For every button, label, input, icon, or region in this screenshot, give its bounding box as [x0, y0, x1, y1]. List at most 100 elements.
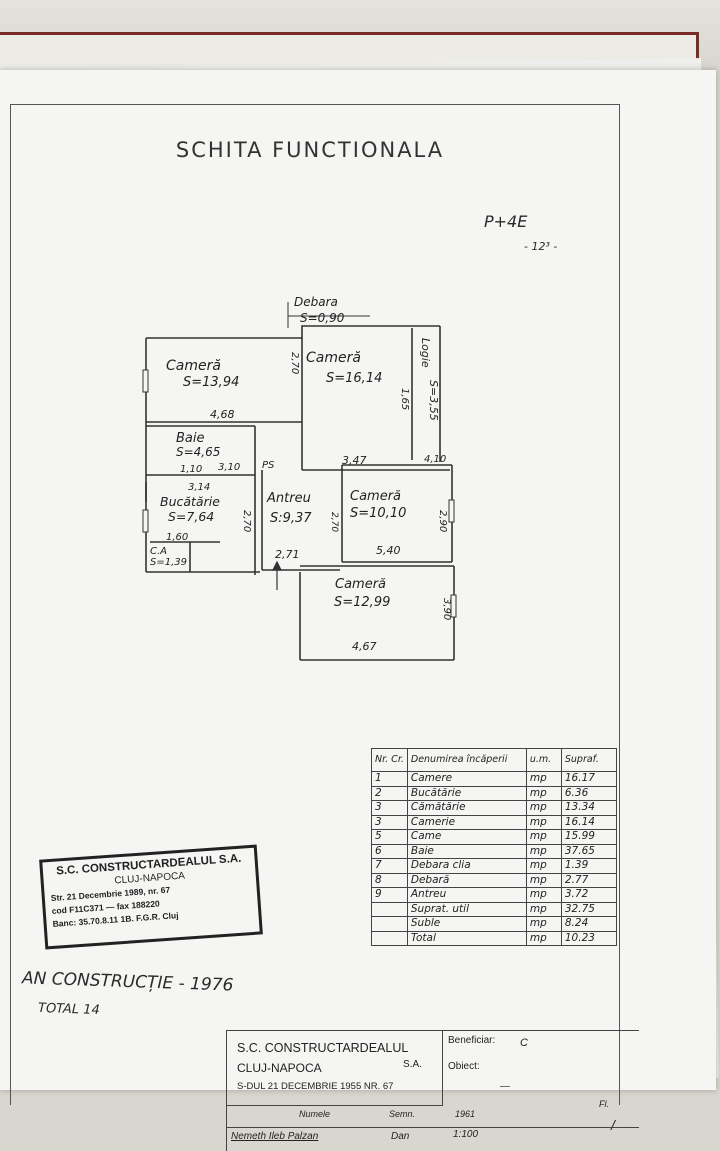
title-block-project: Beneficiar: C Obiect: —: [444, 1031, 614, 1105]
room-name: Cameră: [166, 358, 221, 374]
room-name: Cameră: [306, 350, 361, 366]
debara-area: S=0,90: [300, 311, 345, 325]
table-cell: 8: [371, 872, 408, 888]
dimension-label: 1,60: [166, 532, 188, 543]
table-cell: mp: [525, 785, 562, 801]
table-cell: Came: [406, 829, 527, 845]
floor-note-secondary: - 12³ -: [524, 240, 558, 253]
room-area: S:9,37: [270, 511, 312, 526]
room-name: Cameră: [350, 489, 401, 504]
table-cell: Debara clia: [406, 858, 527, 874]
room-area: S=4,65: [176, 445, 220, 459]
table-cell: 37.65: [560, 843, 618, 859]
table-cell: 16.17: [560, 771, 618, 787]
room-area: S=16,14: [326, 371, 382, 386]
table-cell: Antreu: [406, 887, 527, 903]
column-name: Numele: [299, 1109, 331, 1119]
title-block-company: S.C. CONSTRUCTARDEALUL CLUJ-NAPOCA S.A. …: [227, 1031, 443, 1106]
beneficiar-value: C: [520, 1037, 528, 1049]
room-name: C.A: [150, 546, 167, 557]
title-block: S.C. CONSTRUCTARDEALUL CLUJ-NAPOCA S.A. …: [226, 1030, 639, 1151]
table-cell: 2: [371, 785, 408, 801]
dimension-label: 4,67: [352, 640, 377, 653]
dimension-label: 2,70: [241, 510, 252, 532]
table-cell: 10.23: [560, 930, 618, 946]
dimension-label: 2,70: [289, 352, 300, 374]
dimension-label: 3,14: [188, 482, 210, 493]
room-name: Cameră: [335, 577, 386, 592]
table-cell: Cămătărie: [406, 800, 527, 816]
table-cell: 13.34: [560, 800, 618, 816]
table-cell: [371, 930, 408, 946]
document-title: SCHITA FUNCTIONALA: [175, 138, 445, 162]
window-marks: [142, 369, 457, 618]
table-cell: 6: [371, 843, 408, 859]
table-cell: Camerie: [406, 814, 527, 830]
table-cell: 3: [371, 800, 408, 816]
logie-area: S=3,55: [427, 380, 440, 421]
table-header: Denumirea încăperii: [406, 748, 527, 772]
dimension-label: 2,71: [275, 548, 300, 561]
table-cell: 2.77: [560, 872, 618, 888]
dimension-label: 3,90: [441, 598, 452, 620]
column-signature: Semn.: [389, 1109, 416, 1119]
table-cell: mp: [525, 930, 562, 946]
table-cell: Baie: [406, 843, 527, 859]
table-cell: 15.99: [560, 829, 618, 845]
room-area-table: Nr. Cr. Denumirea încăperii u.m. Supraf.…: [371, 748, 618, 946]
dimension-label: 2,90: [437, 510, 448, 532]
table-cell: 9: [371, 887, 408, 903]
column-year: 1961: [455, 1109, 476, 1119]
company-stamp: S.C. CONSTRUCTARDEALUL S.A. CLUJ-NAPOCA …: [39, 844, 263, 950]
room-name: Baie: [176, 431, 205, 446]
title-block-sa: S.A.: [403, 1059, 422, 1070]
logie-name: Logie: [419, 338, 432, 368]
dimension-label: 1,65: [399, 388, 410, 410]
dimension-label: 5,40: [376, 544, 401, 557]
table-cell: 1.39: [560, 858, 618, 874]
table-cell: Suble: [406, 916, 527, 932]
scale-value: 1:100: [453, 1129, 479, 1140]
table-cell: Camere: [406, 771, 527, 787]
room-area: S=10,10: [350, 506, 406, 521]
table-header-row: Nr. Cr. Denumirea încăperii u.m. Supraf.: [371, 748, 618, 772]
table-cell: 1: [371, 771, 408, 787]
obiect-value: —: [500, 1081, 510, 1092]
dimension-label: 1,10: [180, 464, 202, 475]
table-cell: [371, 916, 408, 932]
title-block-divider: [227, 1127, 639, 1128]
dimension-label: 4,10: [424, 454, 446, 465]
table-cell: Suprat. util: [406, 901, 527, 917]
dimension-label: 3,10: [218, 462, 240, 473]
drawing-frame: [10, 104, 620, 1105]
title-block-address: S-DUL 21 DECEMBRIE 1955 NR. 67: [237, 1081, 394, 1092]
room-area: S=7,64: [168, 509, 214, 524]
table-cell: Bucătărie: [406, 785, 527, 801]
floor-plan: Cameră S=13,94 Cameră S=16,14 Baie S=4,6…: [142, 295, 457, 661]
dimension-label: PS: [262, 460, 275, 471]
table-cell: 5: [371, 829, 408, 845]
table-cell: Debară: [406, 872, 527, 888]
table-cell: 16.14: [560, 814, 618, 830]
table-cell: 7: [371, 858, 408, 874]
table-cell: 32.75: [560, 901, 618, 917]
table-cell: mp: [525, 872, 562, 888]
table-cell: [371, 901, 408, 917]
table-cell: 3: [371, 814, 408, 830]
table-cell: mp: [525, 843, 562, 859]
signatory-signature: Dan: [391, 1131, 410, 1142]
dimension-label: 2,70: [329, 512, 339, 532]
table-cell: mp: [525, 829, 562, 845]
room-name: Bucătărie: [160, 494, 220, 509]
dimension-label: 4,68: [210, 408, 235, 421]
